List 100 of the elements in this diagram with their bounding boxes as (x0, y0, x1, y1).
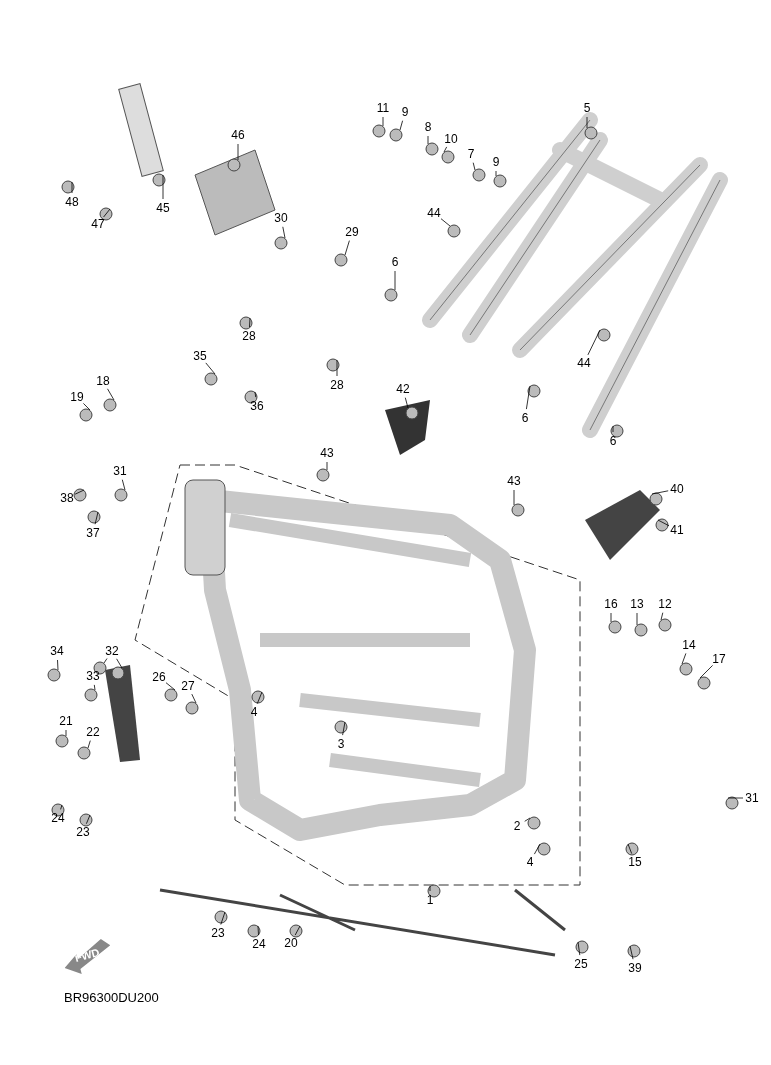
callout-number: 43 (320, 446, 334, 460)
callout-number: 43 (507, 474, 521, 488)
leader-line (57, 659, 59, 671)
callout-number: 6 (609, 434, 617, 448)
callout-number: 46 (231, 128, 245, 142)
leader-line (74, 489, 85, 495)
callout-number: 47 (91, 217, 105, 231)
callout-number: 37 (86, 526, 100, 540)
leader-line (399, 120, 403, 131)
leader-line (121, 479, 126, 491)
callout-number: 7 (467, 147, 475, 161)
leader-line (586, 116, 588, 129)
callout-number: 14 (682, 638, 696, 652)
leader-line (86, 814, 91, 825)
callout-number: 45 (156, 201, 170, 215)
callout-number: 44 (577, 356, 591, 370)
diagram-code: BR96300DU200 (64, 990, 159, 1005)
leader-line (681, 653, 687, 665)
leader-line (326, 461, 328, 471)
callout-number: 23 (211, 926, 225, 940)
leader-line (727, 797, 744, 799)
leader-line (107, 388, 115, 401)
leader-line (344, 240, 350, 256)
leader-line (65, 729, 67, 737)
callout-number: 26 (152, 670, 166, 684)
callout-number: 32 (105, 644, 119, 658)
leader-line (162, 174, 164, 200)
callout-number: 9 (492, 155, 500, 169)
callout-number: 17 (712, 652, 726, 666)
callout-number: 8 (424, 120, 432, 134)
callout-number: 19 (70, 390, 84, 404)
leader-line (427, 135, 429, 145)
leader-line (60, 804, 63, 810)
callout-number: 21 (59, 714, 73, 728)
callout-number: 6 (521, 411, 529, 425)
leader-line (699, 665, 713, 679)
leader-line (577, 941, 581, 956)
leader-line (191, 693, 197, 704)
callout-number: 29 (345, 225, 359, 239)
leader-line (71, 181, 73, 194)
callout-number: 44 (427, 206, 441, 220)
callout-number: 27 (181, 679, 195, 693)
leader-line (257, 925, 259, 936)
leader-line (94, 511, 99, 525)
leader-line (237, 143, 239, 161)
callout-number: 20 (284, 936, 298, 950)
callout-number: 39 (628, 961, 642, 975)
callout-number: 13 (630, 597, 644, 611)
leader-line (116, 658, 123, 669)
callout-number: 4 (250, 705, 258, 719)
callout-number: 25 (574, 957, 588, 971)
leader-line (627, 843, 633, 854)
leader-line (103, 658, 108, 664)
leader-line (382, 116, 384, 127)
callout-number: 31 (113, 464, 127, 478)
leader-line (534, 843, 541, 855)
callout-number: 18 (96, 374, 110, 388)
callout-number: 35 (193, 349, 207, 363)
leader-line (610, 612, 612, 623)
callout-number: 42 (396, 382, 410, 396)
leader-line (636, 612, 638, 626)
callout-number: 5 (583, 101, 591, 115)
leader-line (165, 682, 176, 691)
leader-line (404, 397, 409, 409)
callout-number: 23 (76, 825, 90, 839)
callout-number: 41 (670, 523, 684, 537)
leader-line (472, 162, 476, 171)
leader-line (394, 270, 396, 291)
callout-number: 34 (50, 644, 64, 658)
callout-number: 2 (513, 819, 521, 833)
callout-number: 28 (330, 378, 344, 392)
leader-line (83, 403, 91, 411)
leader-line (513, 489, 515, 506)
leader-line (651, 490, 669, 495)
callout-number: 48 (65, 195, 79, 209)
leader-line (336, 359, 338, 377)
callout-number: 6 (391, 255, 399, 269)
callout-number: 12 (658, 597, 672, 611)
callout-number: 10 (444, 132, 458, 146)
leader-line (220, 911, 226, 925)
leader-line (429, 885, 431, 892)
callout-number: 33 (86, 669, 100, 683)
leader-line (660, 612, 664, 621)
callout-number: 31 (745, 791, 759, 805)
leader-line (205, 362, 216, 375)
leader-line (282, 226, 286, 239)
leader-line (254, 391, 257, 398)
leader-line (443, 146, 448, 153)
leader-line (587, 329, 601, 356)
leader-line (629, 945, 634, 960)
leader-line (526, 385, 531, 410)
leader-line (256, 691, 263, 704)
callout-number: 9 (401, 105, 409, 119)
callout-number: 22 (86, 725, 100, 739)
leader-line (342, 721, 346, 736)
callout-number: 16 (604, 597, 618, 611)
callout-number: 15 (628, 855, 642, 869)
callout-number: 24 (252, 937, 266, 951)
callout-number: 24 (51, 811, 65, 825)
leader-line (657, 519, 670, 527)
